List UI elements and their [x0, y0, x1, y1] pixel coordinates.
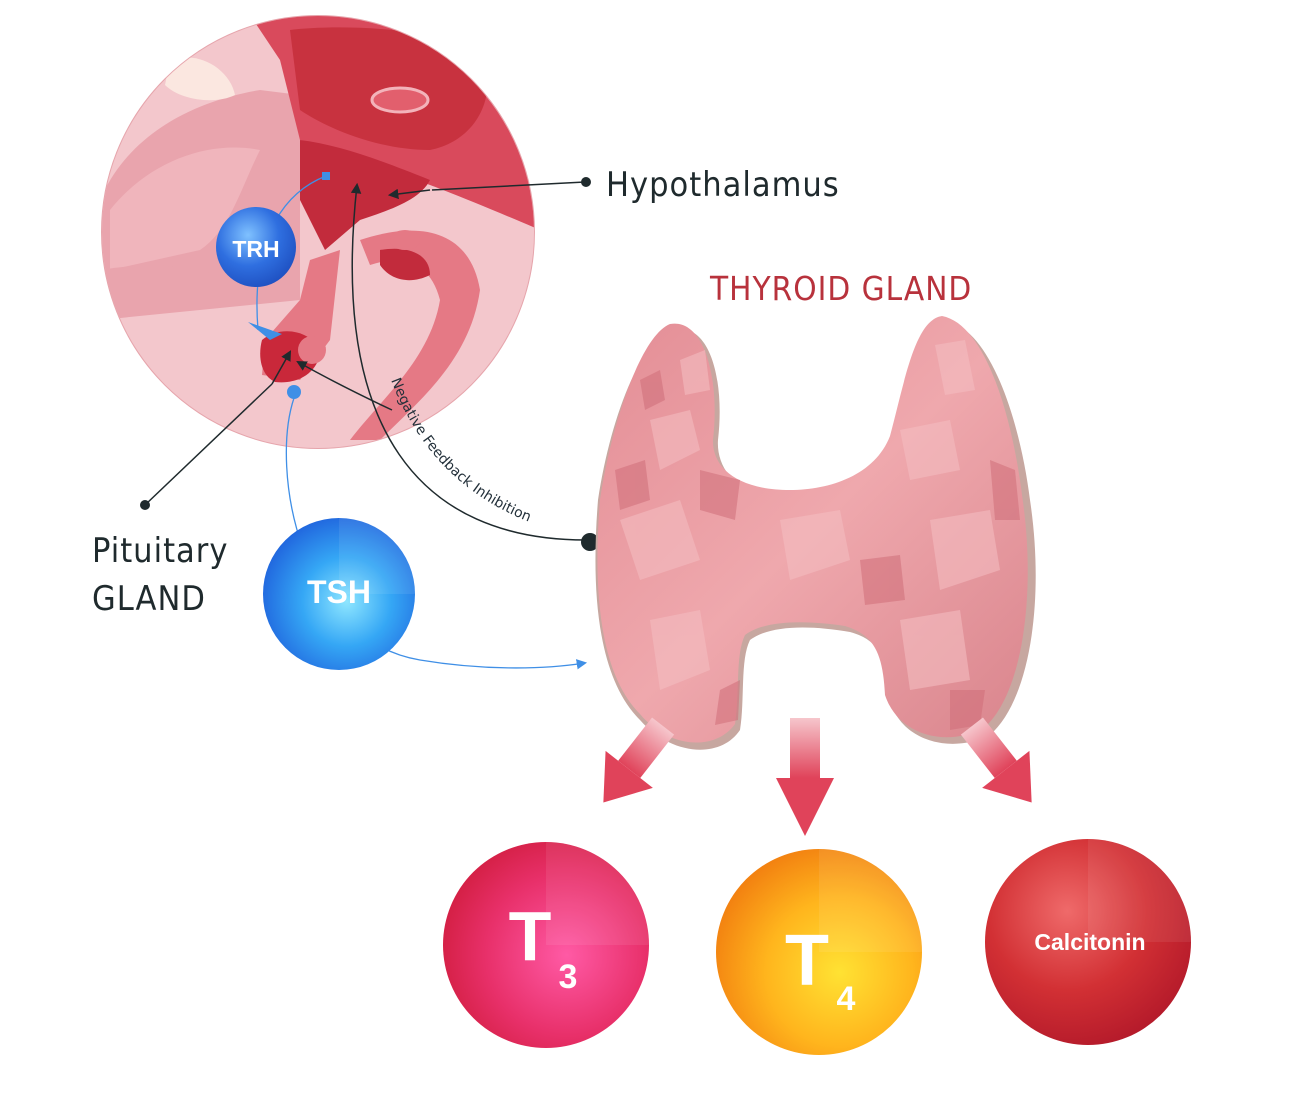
hypothalamus-label: Hypothalamus — [606, 165, 840, 205]
t4-label: T — [785, 921, 829, 1001]
brain-illustration — [101, 15, 535, 449]
trh-label: TRH — [232, 236, 279, 262]
secretion-arrows — [603, 717, 1032, 836]
arrow-to-t3 — [603, 717, 675, 803]
pituitary-pointer-dot — [140, 500, 150, 510]
trh-sphere: TRH — [216, 207, 296, 287]
tsh-origin-dot — [287, 385, 301, 399]
t3-label: T — [509, 897, 552, 975]
calcitonin-label: Calcitonin — [1034, 929, 1145, 955]
feedback-label: Negative Feedback Inhibition — [387, 376, 533, 526]
feedback-origin-dot — [581, 533, 599, 551]
pituitary-label-line1: Pituitary — [92, 531, 228, 571]
t3-subscript: 3 — [559, 958, 578, 996]
feedback-arc-hypothalamus — [350, 182, 587, 541]
feedback-arc-pituitary — [296, 360, 393, 411]
t4-sphere: T 4 — [716, 849, 922, 1055]
calcitonin-sphere: Calcitonin — [985, 839, 1191, 1045]
tsh-label: TSH — [307, 574, 371, 610]
t3-sphere: T 3 — [443, 842, 649, 1048]
arrow-to-t4 — [776, 718, 834, 836]
trh-arrowhead — [248, 322, 282, 340]
thyroid-gland-illustration — [595, 316, 1036, 750]
tsh-sphere: TSH — [263, 518, 415, 670]
pituitary-label-line2: GLAND — [92, 579, 206, 619]
hypothalamus-pointer-dot — [581, 177, 591, 187]
t4-subscript: 4 — [837, 980, 856, 1018]
thyroid-gland-label: THYROID GLAND — [709, 269, 972, 308]
arrow-to-calcitonin — [960, 717, 1032, 803]
